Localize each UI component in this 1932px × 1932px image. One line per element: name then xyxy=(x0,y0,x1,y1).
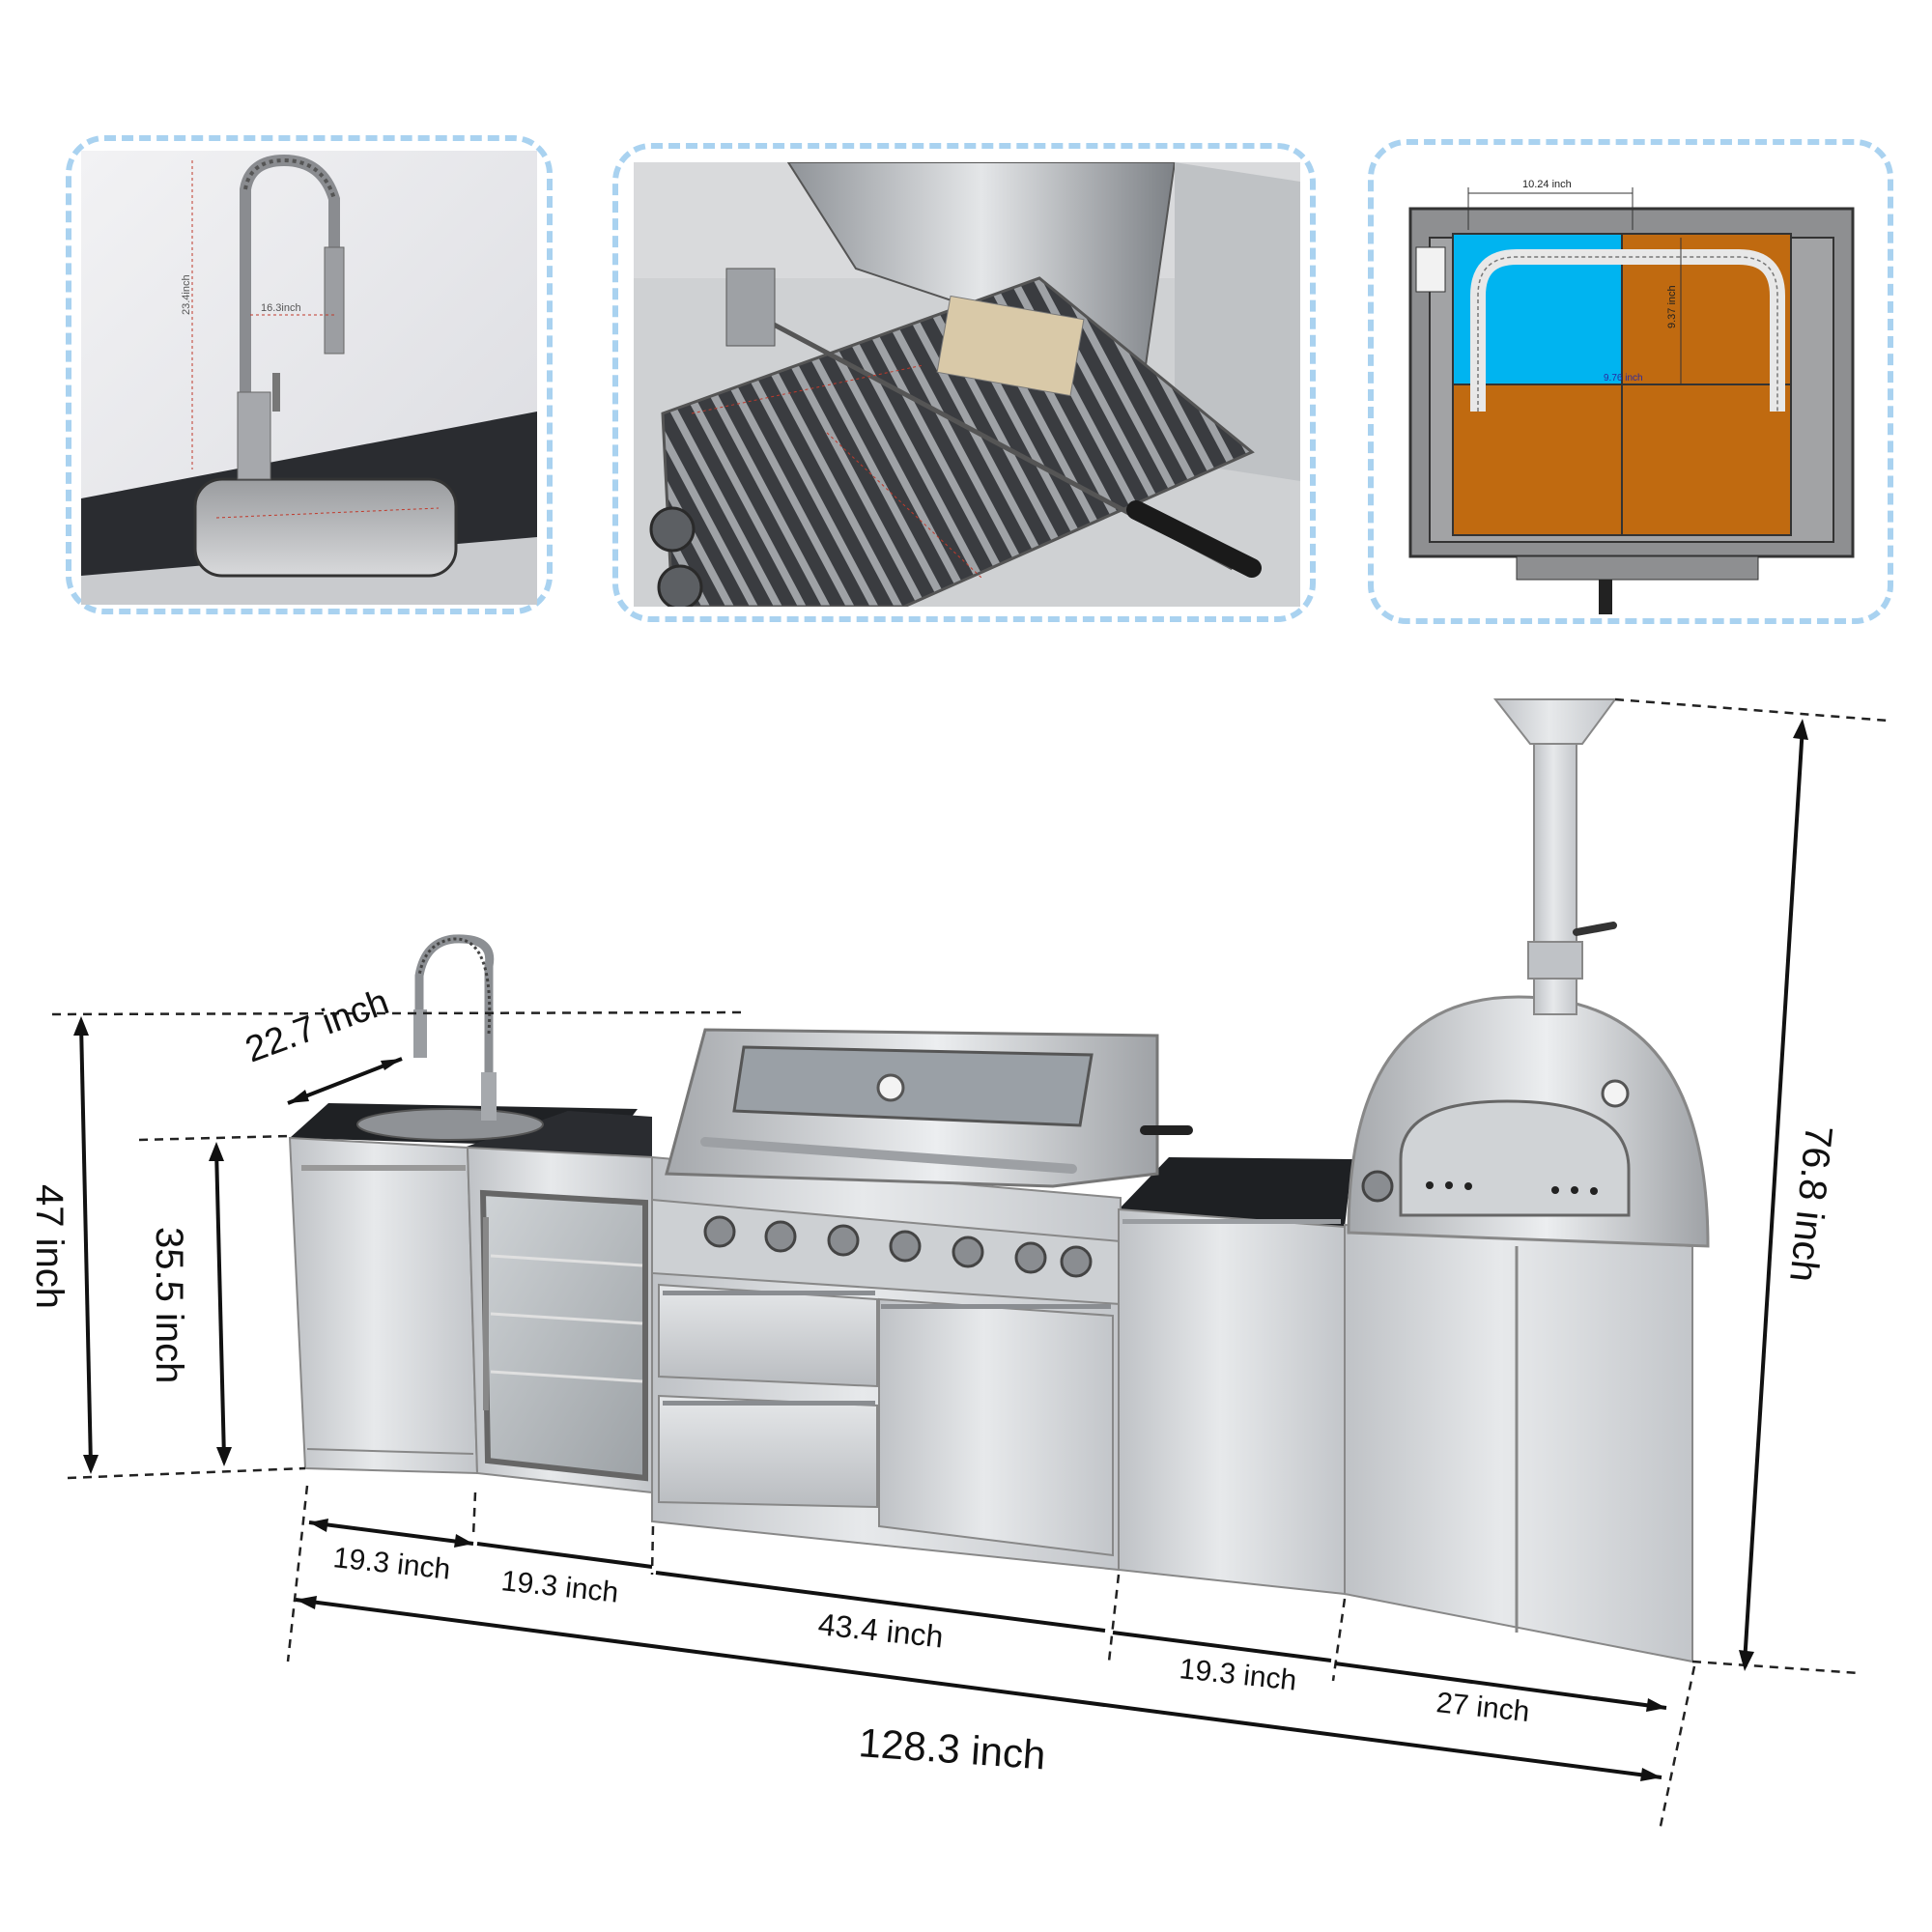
oven-zone-orange-br xyxy=(1621,384,1792,536)
oven-height-label: 9.37 inch xyxy=(1666,285,1678,328)
oven-base-cabinet xyxy=(1344,1223,1693,1663)
sink-basin xyxy=(193,477,458,578)
oven-top-width-label: 10.24 inch xyxy=(1522,179,1572,190)
rotisserie-motor xyxy=(725,268,776,347)
label-counter-height: 35.5 inch xyxy=(148,1227,190,1383)
label-seg5: 27 inch xyxy=(1435,1687,1531,1728)
chimney-cap xyxy=(1492,698,1617,745)
dim-line-seg2 xyxy=(476,1542,653,1569)
dim-line-seg3 xyxy=(655,1571,1106,1633)
label-total-width: 128.3 inch xyxy=(857,1719,1047,1777)
dim-line-seg5 xyxy=(1334,1662,1667,1710)
faucet-sink-photo: 23.4inch 16.3inch xyxy=(81,151,537,605)
grill-drawer-bottom xyxy=(658,1394,878,1509)
inset-frame-oven xyxy=(1368,139,1893,624)
dim-line-total-width xyxy=(295,1598,1662,1779)
side-cabinet xyxy=(1118,1208,1346,1596)
label-seg2: 19.3 inch xyxy=(499,1565,620,1609)
oven-width-label: 9.76 inch xyxy=(1604,373,1643,384)
grill-drawer-top xyxy=(658,1283,878,1388)
grill-knobs xyxy=(703,1215,1093,1278)
label-faucet-height: 47 inch xyxy=(28,1184,71,1309)
label-seg3: 43.4 inch xyxy=(816,1606,945,1654)
faucet-body xyxy=(237,391,271,480)
inset-frame-grill xyxy=(612,143,1316,622)
fridge-glass-door xyxy=(479,1189,648,1482)
fridge-countertop xyxy=(464,1111,652,1157)
grill-hood-handle xyxy=(700,1137,1077,1174)
oven-diagram: 10.24 inch 9.37 inch 9.76 inch xyxy=(1401,170,1862,614)
main-faucet xyxy=(414,934,495,1117)
label-seg4: 19.3 inch xyxy=(1178,1653,1298,1697)
pizza-oven-door xyxy=(1399,1099,1631,1217)
main-sink-basin xyxy=(356,1108,544,1141)
label-total-height: 76.8 inch xyxy=(1781,1123,1840,1284)
dim-line-47 xyxy=(79,1023,93,1467)
faucet-height-label: 23.4inch xyxy=(181,274,192,315)
side-countertop xyxy=(1119,1157,1352,1227)
dim-line-76-8 xyxy=(1743,725,1804,1664)
grill-hood-window xyxy=(732,1045,1094,1127)
sink-cabinet xyxy=(288,1136,479,1475)
inset-frame-faucet xyxy=(66,135,553,614)
grill-door xyxy=(878,1297,1114,1557)
dim-line-35-5 xyxy=(214,1149,226,1460)
faucet-neck xyxy=(240,154,340,469)
oven-thermometer xyxy=(1601,1079,1630,1108)
grill-interior-photo xyxy=(634,162,1300,607)
faucet-width-label: 16.3inch xyxy=(261,302,301,314)
label-seg1: 19.3 inch xyxy=(331,1542,452,1586)
dim-line-seg4 xyxy=(1112,1631,1332,1662)
grill-thermometer xyxy=(876,1073,905,1102)
rear-burner xyxy=(936,295,1085,397)
label-sink-depth: 22.7 inch xyxy=(241,981,394,1070)
sink-cabinet-handle xyxy=(301,1165,466,1171)
dim-line-seg1 xyxy=(308,1520,474,1546)
oven-knob xyxy=(1361,1170,1394,1203)
